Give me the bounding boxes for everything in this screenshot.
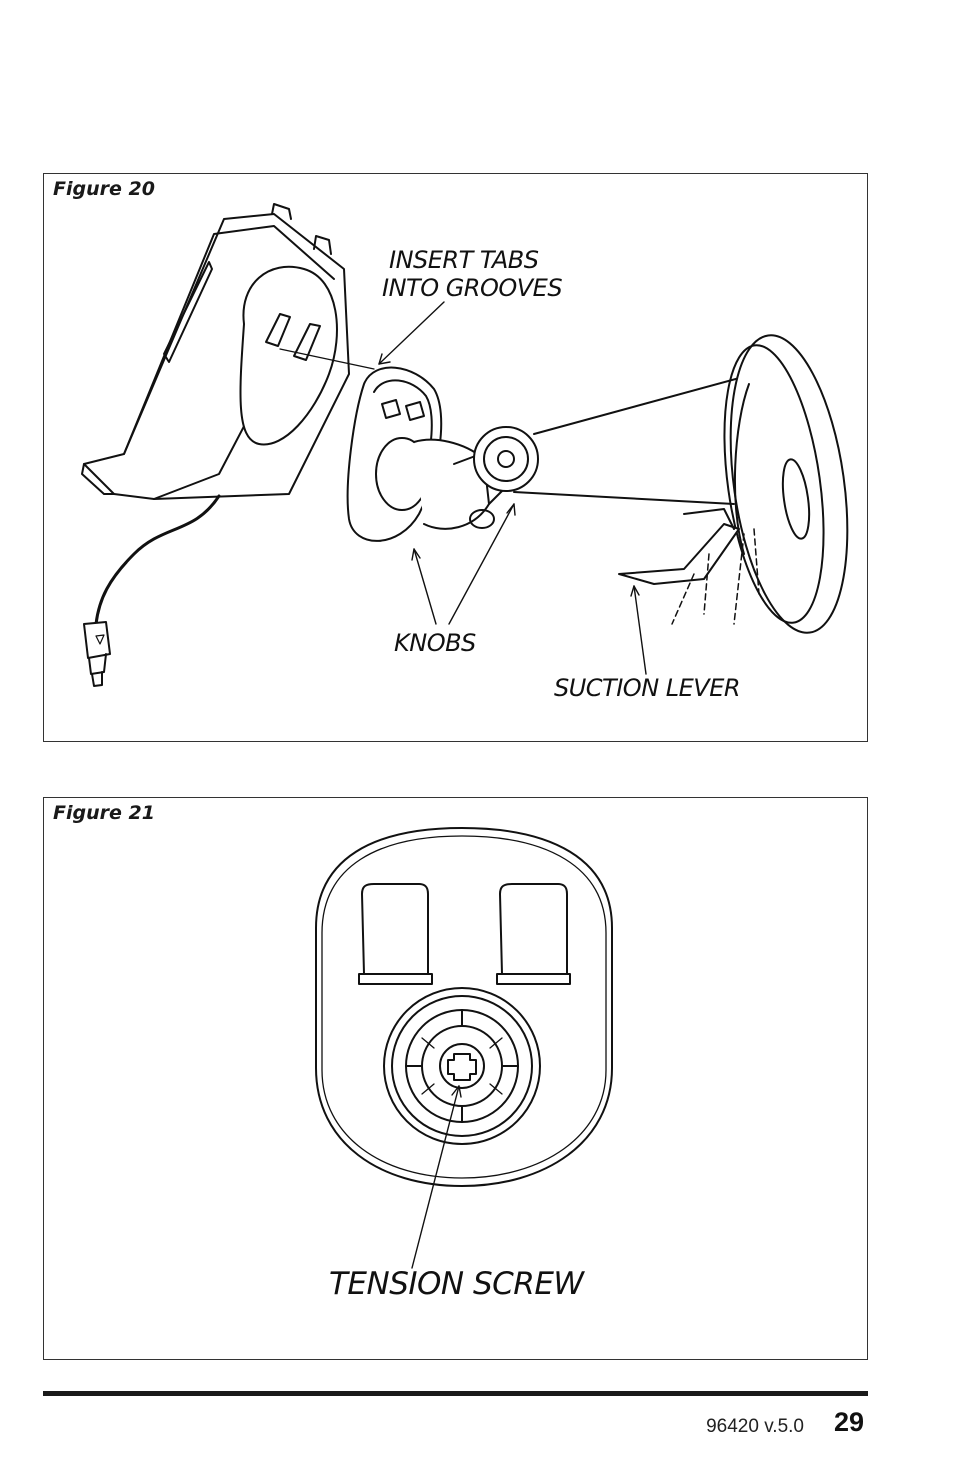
callout-insert-tabs-line2: INTO GROOVES xyxy=(382,274,563,302)
cradle-drawing xyxy=(81,203,350,687)
footer-page-number: 29 xyxy=(833,1407,864,1437)
callout-suction-lever: SUCTION LEVER xyxy=(554,674,741,702)
leader-arrow-tension-screw xyxy=(411,1085,462,1269)
figure-21-title: Figure 21 xyxy=(53,802,155,824)
suction-cup-drawing xyxy=(723,334,849,634)
adapter-and-knob-drawing xyxy=(346,366,539,542)
adapter-plate-illustration xyxy=(315,827,613,1269)
footer-rule xyxy=(43,1391,868,1396)
figure-20-panel: Figure 20 xyxy=(43,173,868,742)
mount-assembly-illustration xyxy=(81,203,849,687)
suction-lever-drawing xyxy=(618,508,760,625)
figure-20-title: Figure 20 xyxy=(53,178,155,200)
callout-tension-screw: TENSION SCREW xyxy=(329,1266,584,1302)
adapter-plate-drawing xyxy=(315,827,613,1187)
leader-arrows xyxy=(378,301,647,675)
callout-knobs: KNOBS xyxy=(394,629,476,657)
figure-21-panel: Figure 21 TENSION xyxy=(43,797,868,1360)
footer-document-id: 96420 v.5.0 xyxy=(706,1416,804,1437)
callout-insert-tabs-line1: INSERT TABS xyxy=(389,246,539,274)
